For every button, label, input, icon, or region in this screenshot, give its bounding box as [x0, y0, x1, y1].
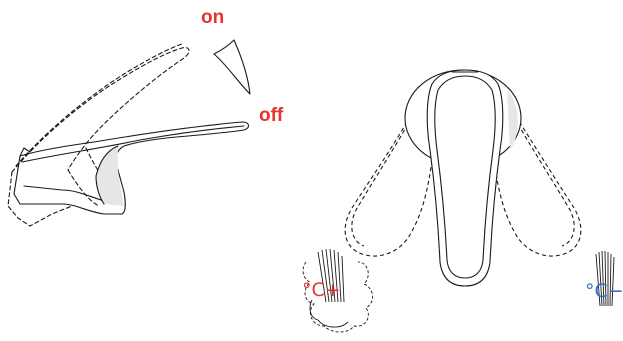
front-view-lever [344, 69, 582, 287]
lever-right-position-outline [493, 109, 582, 257]
lever-off-position-body [13, 121, 250, 215]
label-on: on [201, 7, 225, 28]
label-cold-temperature: °C− [585, 280, 623, 302]
cold-water-stream-icon [595, 250, 615, 307]
label-hot-temperature: °C+ [302, 279, 341, 301]
hot-water-steam-icon [302, 248, 373, 333]
lever-left-position-outline [344, 109, 433, 257]
lever-center-body [426, 69, 504, 287]
lever-shading [96, 146, 124, 206]
label-off: off [259, 105, 284, 126]
side-view-lever [7, 43, 250, 227]
travel-arc-icon [213, 39, 251, 95]
